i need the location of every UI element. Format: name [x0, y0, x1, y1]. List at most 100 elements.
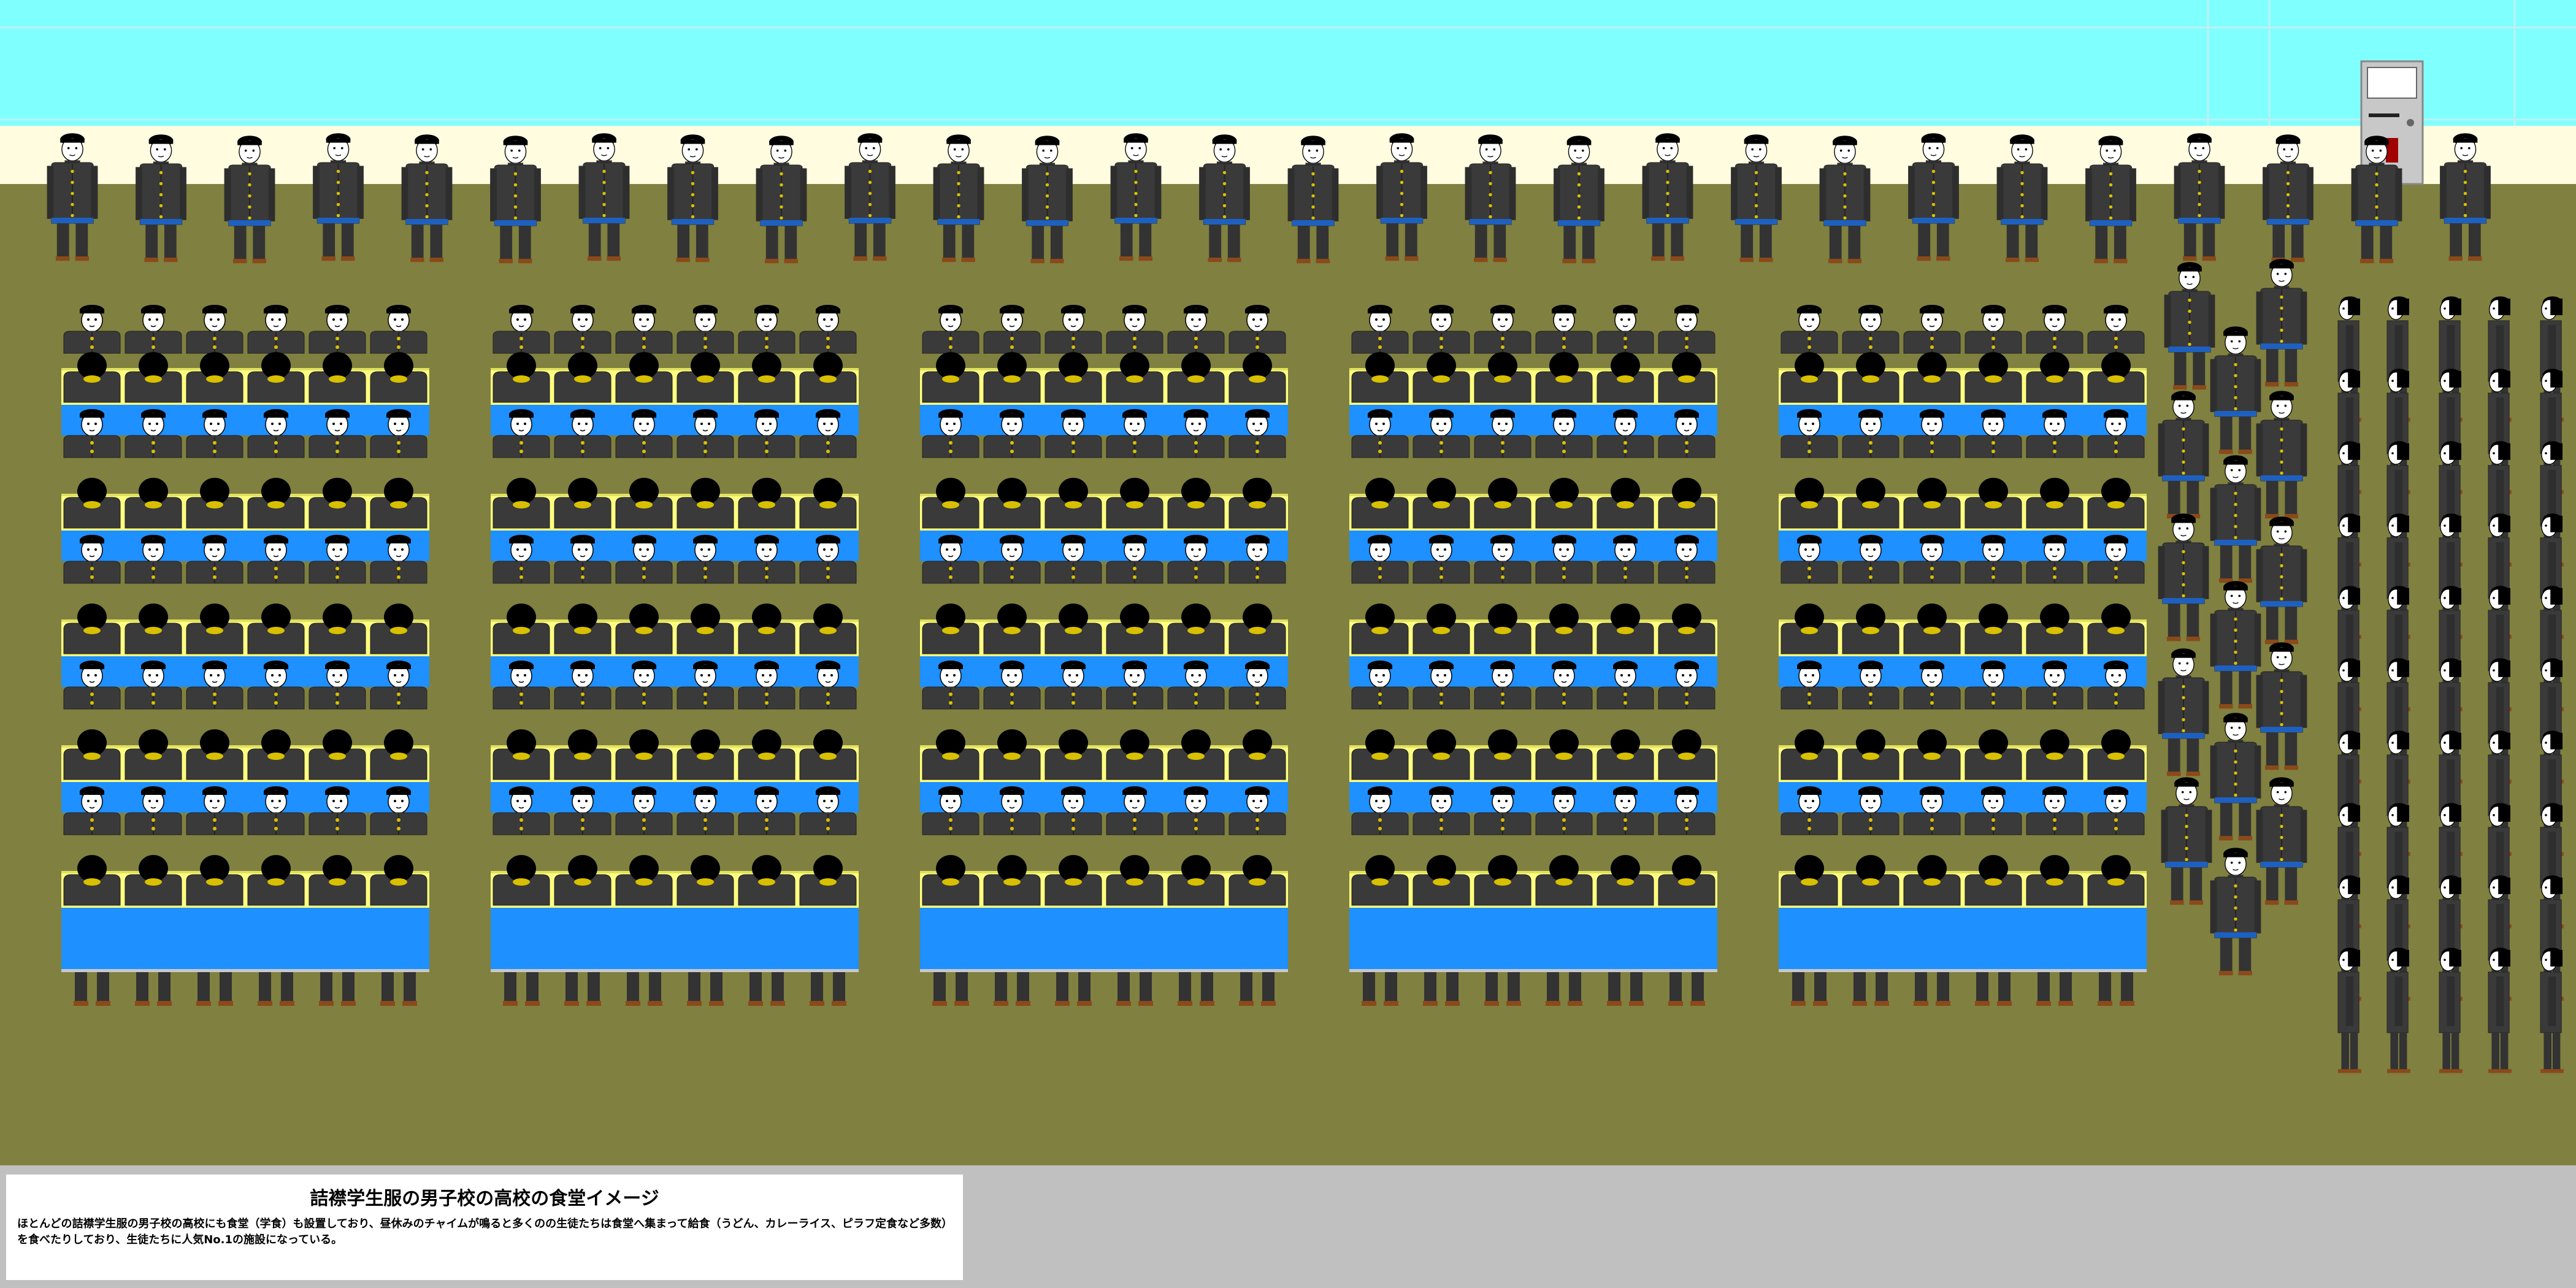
- table-edge: [920, 871, 1288, 873]
- shoe: [2036, 1001, 2051, 1006]
- shoe: [1484, 1001, 1499, 1006]
- leg: [1814, 972, 1827, 1003]
- shoe: [1690, 1001, 1705, 1006]
- bench: [491, 656, 859, 687]
- food-bowl-icon: [390, 375, 407, 383]
- leg: [995, 972, 1007, 1003]
- leg: [1876, 972, 1888, 1003]
- shoe: [319, 1001, 334, 1006]
- food-bowl-icon: [1923, 501, 1941, 508]
- shoe: [748, 1001, 763, 1006]
- shoe: [1668, 1001, 1683, 1006]
- leg: [1485, 972, 1498, 1003]
- food-bowl-icon: [1187, 627, 1205, 634]
- food-bowl-icon: [1249, 627, 1266, 634]
- food-bowl-icon: [1433, 878, 1450, 886]
- leg: [342, 972, 355, 1003]
- table-surface: [1779, 494, 2147, 531]
- leg: [136, 972, 148, 1003]
- food-bowl-icon: [1923, 375, 1941, 383]
- table-surface: [1349, 619, 1717, 656]
- leg: [2121, 972, 2133, 1003]
- food-bowl-icon: [942, 878, 959, 886]
- food-bowl-icon: [1065, 627, 1082, 634]
- food-bowl-icon: [390, 753, 407, 760]
- leg: [158, 972, 171, 1003]
- table-edge: [1779, 745, 2147, 748]
- shoe: [135, 1001, 150, 1006]
- table-surface: [1349, 368, 1717, 405]
- caption-title: 詰襟学生服の男子校の高校の食堂イメージ: [310, 1188, 659, 1209]
- table-surface: [491, 619, 859, 656]
- food-bowl-icon: [2107, 501, 2125, 508]
- leg: [1262, 972, 1275, 1003]
- food-bowl-icon: [206, 753, 223, 760]
- leg: [1792, 972, 1804, 1003]
- table-surface: [61, 745, 429, 782]
- shoe: [1936, 1001, 1950, 1006]
- shoe: [932, 1001, 947, 1006]
- shoe: [586, 1001, 601, 1006]
- food-bowl-icon: [390, 627, 407, 634]
- food-bowl-icon: [758, 753, 775, 760]
- shoe: [218, 1001, 233, 1006]
- food-bowl-icon: [267, 375, 285, 383]
- leg: [565, 972, 578, 1003]
- food-bowl-icon: [2046, 375, 2063, 383]
- food-bowl-icon: [1801, 878, 1818, 886]
- food-bowl-icon: [574, 753, 591, 760]
- food-bowl-icon: [1126, 375, 1143, 383]
- shoe: [1629, 1001, 1644, 1006]
- shoe: [687, 1001, 702, 1006]
- shoe: [1607, 1001, 1622, 1006]
- leg: [688, 972, 700, 1003]
- food-bowl-icon: [206, 375, 223, 383]
- food-bowl-icon: [1003, 627, 1021, 634]
- leg: [526, 972, 539, 1003]
- food-bowl-icon: [1678, 501, 1695, 508]
- table-surface: [491, 871, 859, 908]
- food-bowl-icon: [1433, 375, 1450, 383]
- food-bowl-icon: [329, 753, 346, 760]
- shoe: [96, 1001, 110, 1006]
- food-bowl-icon: [1494, 627, 1511, 634]
- table-surface: [1779, 871, 2147, 908]
- food-bowl-icon: [1678, 627, 1695, 634]
- food-bowl-icon: [1003, 375, 1021, 383]
- table-block: [920, 304, 1288, 1006]
- food-bowl-icon: [1494, 375, 1511, 383]
- table-surface: [1349, 871, 1717, 908]
- shoe: [1239, 1001, 1254, 1006]
- table-surface: [61, 871, 429, 908]
- table-surface: [1779, 368, 2147, 405]
- bench: [491, 531, 859, 561]
- food-bowl-icon: [2046, 501, 2063, 508]
- shoe: [2120, 1001, 2134, 1006]
- food-bowl-icon: [206, 501, 223, 508]
- shoe: [648, 1001, 662, 1006]
- food-bowl-icon: [1617, 501, 1634, 508]
- food-bowl-icon: [1003, 753, 1021, 760]
- shoe: [564, 1001, 579, 1006]
- shoe: [994, 1001, 1008, 1006]
- leg: [2099, 972, 2111, 1003]
- leg: [2060, 972, 2072, 1003]
- food-bowl-icon: [1801, 753, 1818, 760]
- leg: [1547, 972, 1559, 1003]
- shoe: [2058, 1001, 2073, 1006]
- shoe: [1055, 1001, 1070, 1006]
- shoe: [1852, 1001, 1867, 1006]
- shoe: [1423, 1001, 1438, 1006]
- food-bowl-icon: [1371, 501, 1389, 508]
- food-bowl-icon: [83, 375, 101, 383]
- leg: [197, 972, 210, 1003]
- food-bowl-icon: [1065, 501, 1082, 508]
- bench: [491, 782, 859, 813]
- shoe: [832, 1001, 846, 1006]
- food-bowl-icon: [819, 501, 837, 508]
- leg: [1140, 972, 1152, 1003]
- dining-tables: [61, 304, 2147, 1006]
- table-edge: [1779, 494, 2147, 496]
- food-bowl-icon: [1923, 878, 1941, 886]
- bench: [1779, 782, 2147, 813]
